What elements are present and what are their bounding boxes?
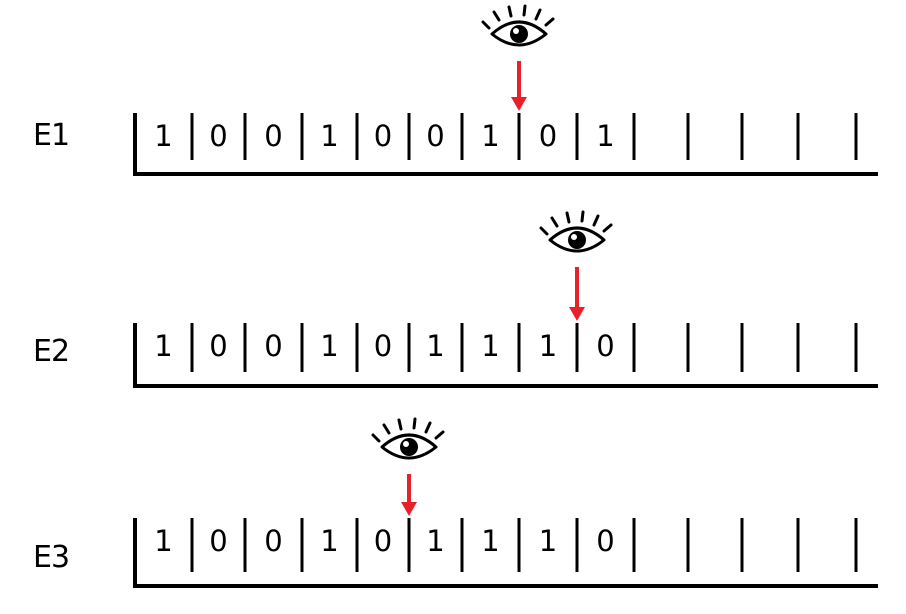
cell-symbol: 0 — [596, 524, 614, 558]
read-head — [539, 210, 613, 321]
eye-lash — [397, 418, 403, 431]
cell-symbol: 1 — [154, 524, 172, 558]
cell-symbol: 1 — [154, 329, 172, 363]
eye-lash — [371, 433, 381, 443]
eye-lash — [539, 226, 549, 236]
eye-highlight — [513, 28, 519, 34]
cell-symbol: 0 — [539, 119, 557, 153]
read-head — [481, 4, 555, 111]
eye-lash — [602, 223, 613, 233]
cell-symbol: 0 — [209, 329, 227, 363]
cell-symbol: 1 — [539, 329, 557, 363]
eye-lash — [434, 430, 445, 440]
eye-lash — [544, 17, 555, 27]
cell-symbol: 0 — [374, 119, 392, 153]
read-head — [371, 417, 445, 516]
cell-symbol: 1 — [154, 119, 172, 153]
cell-symbol: 1 — [481, 329, 499, 363]
cell-symbol: 0 — [209, 524, 227, 558]
eye-lash — [565, 211, 571, 224]
cell-symbol: 0 — [426, 119, 444, 153]
eye-lash — [492, 10, 501, 22]
cell-symbol: 0 — [374, 524, 392, 558]
eye-highlight — [403, 441, 409, 447]
cell-symbol: 0 — [374, 329, 392, 363]
eye-lash — [382, 423, 391, 435]
eye-iris — [510, 25, 528, 43]
tape-label-e1: E1 — [33, 118, 70, 153]
tape-label-e2: E2 — [33, 334, 70, 369]
cell-symbol: 1 — [320, 119, 338, 153]
cell-symbol: 0 — [596, 329, 614, 363]
eye-lash — [412, 417, 417, 430]
eye-lash — [592, 214, 600, 227]
cell-symbol: 0 — [264, 119, 282, 153]
cell-symbol: 1 — [320, 524, 338, 558]
eye-lash — [507, 5, 513, 18]
eye-iris — [400, 438, 418, 456]
eye-lash — [580, 210, 585, 223]
eye-lash — [522, 4, 527, 17]
eye-lash — [424, 421, 432, 434]
cell-symbol: 1 — [320, 329, 338, 363]
cell-symbol: 0 — [264, 329, 282, 363]
cell-symbol: 1 — [481, 524, 499, 558]
eye-lash — [481, 20, 491, 30]
arrow-head — [511, 97, 527, 111]
cell-symbol: 1 — [539, 524, 557, 558]
cell-symbol: 1 — [596, 119, 614, 153]
cell-symbol: 1 — [481, 119, 499, 153]
eye-lash — [534, 8, 542, 21]
arrow-head — [569, 307, 585, 321]
tape-label-e3: E3 — [33, 540, 70, 575]
eye-lash — [550, 216, 559, 228]
cell-symbol: 0 — [264, 524, 282, 558]
cell-symbol: 0 — [209, 119, 227, 153]
cell-symbol: 1 — [426, 329, 444, 363]
cell-symbol: 1 — [426, 524, 444, 558]
arrow-head — [401, 502, 417, 516]
eye-highlight — [571, 234, 577, 240]
eye-iris — [568, 231, 586, 249]
